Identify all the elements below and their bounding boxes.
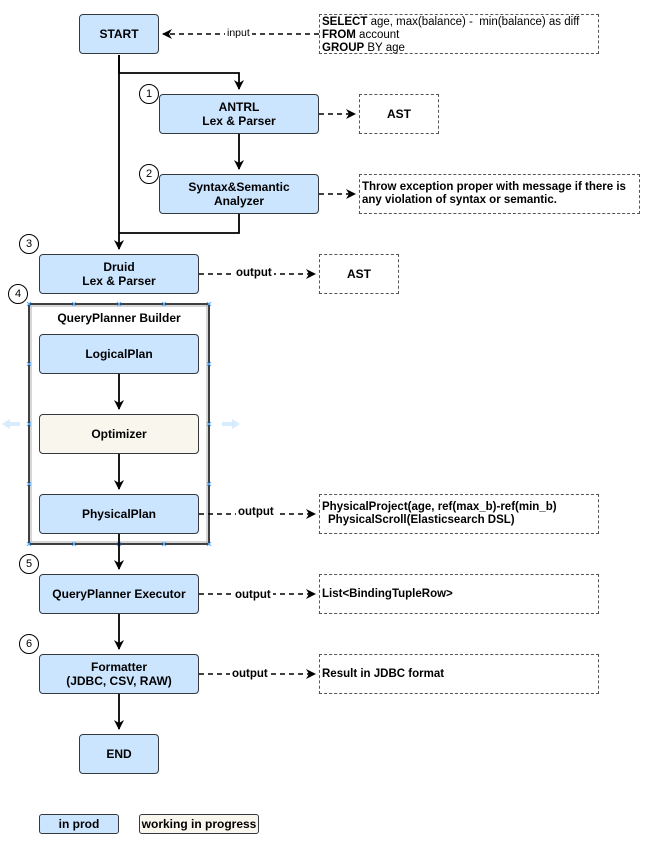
exception-line1: Throw exception proper with message if t… — [362, 181, 626, 193]
sql-line-from: FROM account — [322, 29, 596, 42]
start-node: START — [79, 14, 159, 54]
formatter-output-label: output — [230, 668, 270, 681]
physical-output-line2: PhysicalScroll(Elasticsearch DSL) — [328, 514, 515, 526]
exception-text: Throw exception proper with message if t… — [362, 181, 626, 207]
step-marker-1: 1 — [139, 84, 159, 104]
resize-arrow-left — [2, 419, 20, 429]
logical-plan-node: LogicalPlan — [39, 334, 199, 374]
sql-keyword-from: FROM — [322, 29, 356, 41]
formatter-node: Formatter (JDBC, CSV, RAW) — [39, 654, 199, 694]
antlr-lex-parser-node: ANTRL Lex & Parser — [159, 94, 319, 134]
antlr-ast-text: AST — [387, 106, 411, 121]
queryplanner-builder-title: QueryPlanner Builder — [57, 311, 181, 325]
physical-plan-label: PhysicalPlan — [81, 507, 157, 521]
input-edge-label: input — [225, 27, 252, 40]
resize-arrow-right — [222, 419, 240, 429]
legend-in-prod-label: in prod — [58, 817, 100, 831]
physical-plan-output-note: PhysicalProject(age, ref(max_b)-ref(min_… — [319, 494, 599, 534]
executor-output-text: List<BindingTupleRow> — [322, 587, 453, 600]
analyzer-label-line1: Syntax&Semantic — [188, 180, 290, 194]
sql-select-text: age, max(balance) - min(balance) as diff — [367, 16, 580, 28]
formatter-label-line1: Formatter — [90, 660, 147, 674]
sql-keyword-group: GROUP — [322, 42, 365, 54]
druid-lex-parser-node: Druid Lex & Parser — [39, 254, 199, 294]
antlr-ast-note: AST — [359, 94, 439, 134]
step-marker-6: 6 — [19, 634, 39, 654]
druid-ast-text: AST — [347, 266, 371, 281]
druid-ast-note: AST — [319, 254, 399, 294]
physical-output-line1: PhysicalProject(age, ref(max_b)-ref(min_… — [322, 501, 557, 513]
optimizer-node: Optimizer — [39, 414, 199, 454]
legend-wip: working in progress — [139, 814, 259, 834]
edge-analyzer-merge — [119, 214, 240, 234]
sql-line-group: GROUP BY age — [322, 42, 596, 55]
physical-plan-node: PhysicalPlan — [39, 494, 199, 534]
druid-output-label: output — [234, 267, 274, 280]
legend-in-prod: in prod — [39, 814, 119, 834]
exception-note: Throw exception proper with message if t… — [359, 174, 640, 214]
sql-query-note: SELECT age, max(balance) - min(balance) … — [319, 14, 599, 54]
logical-plan-label: LogicalPlan — [85, 347, 153, 361]
step-marker-5: 5 — [19, 554, 39, 574]
legend-wip-label: working in progress — [141, 817, 257, 831]
exception-line2: any violation of syntax or semantic. — [362, 194, 557, 206]
druid-label-line2: Lex & Parser — [82, 274, 156, 288]
formatter-output-note: Result in JDBC format — [319, 654, 599, 694]
end-label: END — [106, 747, 132, 761]
sql-group-text: BY age — [364, 42, 405, 54]
sql-line-select: SELECT age, max(balance) - min(balance) … — [322, 16, 596, 29]
formatter-output-text: Result in JDBC format — [322, 667, 445, 680]
executor-label: QueryPlanner Executor — [52, 587, 186, 601]
edge-start-antlr — [118, 55, 244, 90]
druid-label-line1: Druid — [103, 260, 135, 274]
end-node: END — [79, 734, 159, 774]
queryplanner-executor-node: QueryPlanner Executor — [39, 574, 199, 614]
sql-from-text: account — [355, 29, 400, 41]
executor-output-label: output — [233, 589, 273, 602]
selection-handles — [26, 301, 212, 547]
formatter-label-line2: (JDBC, CSV, RAW) — [66, 674, 172, 688]
executor-output-note: List<BindingTupleRow> — [319, 574, 599, 614]
start-label: START — [99, 27, 139, 41]
sql-keyword-select: SELECT — [322, 16, 368, 28]
step-marker-4: 4 — [8, 284, 28, 304]
step-marker-2: 2 — [139, 164, 159, 184]
syntax-semantic-analyzer-node: Syntax&Semantic Analyzer — [159, 174, 319, 214]
antlr-label-line1: ANTRL — [218, 100, 260, 114]
step-marker-3: 3 — [19, 234, 39, 254]
physical-output-label: output — [236, 506, 276, 519]
optimizer-label: Optimizer — [91, 427, 147, 441]
analyzer-label-line2: Analyzer — [213, 194, 265, 208]
physical-output-text: PhysicalProject(age, ref(max_b)-ref(min_… — [322, 501, 557, 527]
antlr-label-line2: Lex & Parser — [202, 114, 276, 128]
